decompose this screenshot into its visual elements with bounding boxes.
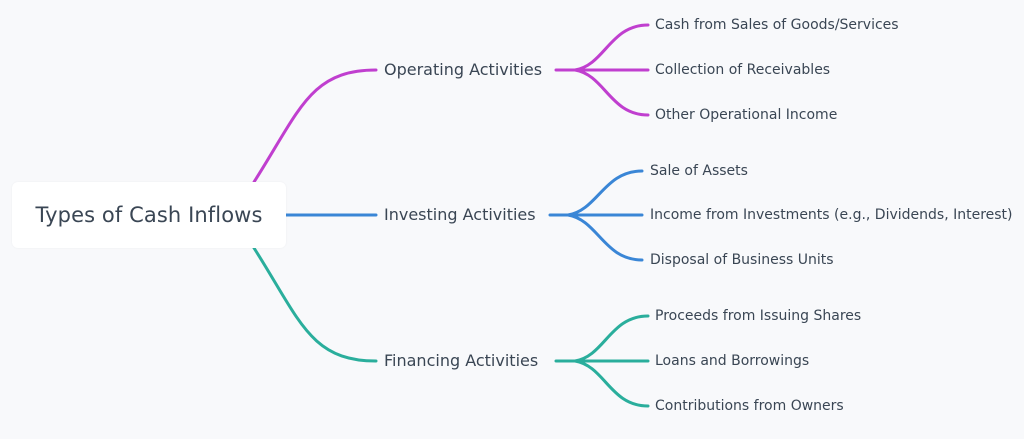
fork-operating — [554, 23, 650, 117]
edge-root-financing — [252, 246, 378, 363]
leaf-disposal-of-business-units[interactable]: Disposal of Business Units — [650, 252, 834, 268]
leaf-contributions-from-owners[interactable]: Contributions from Owners — [655, 398, 844, 414]
branch-financing-activities[interactable]: Financing Activities — [384, 351, 539, 370]
leaf-other-operational-income[interactable]: Other Operational Income — [655, 107, 838, 123]
leaf-sale-of-assets[interactable]: Sale of Assets — [650, 163, 748, 179]
fork-financing — [554, 314, 650, 408]
branch-operating-activities[interactable]: Operating Activities — [384, 60, 543, 79]
leaf-proceeds-from-issuing-shares[interactable]: Proceeds from Issuing Shares — [655, 308, 862, 324]
leaf-loans-and-borrowings[interactable]: Loans and Borrowings — [655, 353, 810, 369]
leaf-income-from-investments[interactable]: Income from Investments (e.g., Dividends… — [650, 207, 1013, 223]
root-label: Types of Cash Inflows — [35, 203, 263, 227]
leaf-collection-of-receivables[interactable]: Collection of Receivables — [655, 62, 831, 78]
root-node[interactable]: Types of Cash Inflows — [12, 182, 286, 248]
leaf-cash-from-sales[interactable]: Cash from Sales of Goods/Services — [655, 17, 899, 33]
branch-investing-activities[interactable]: Investing Activities — [384, 205, 536, 224]
fork-investing — [548, 169, 644, 262]
edge-root-operating — [252, 68, 378, 184]
